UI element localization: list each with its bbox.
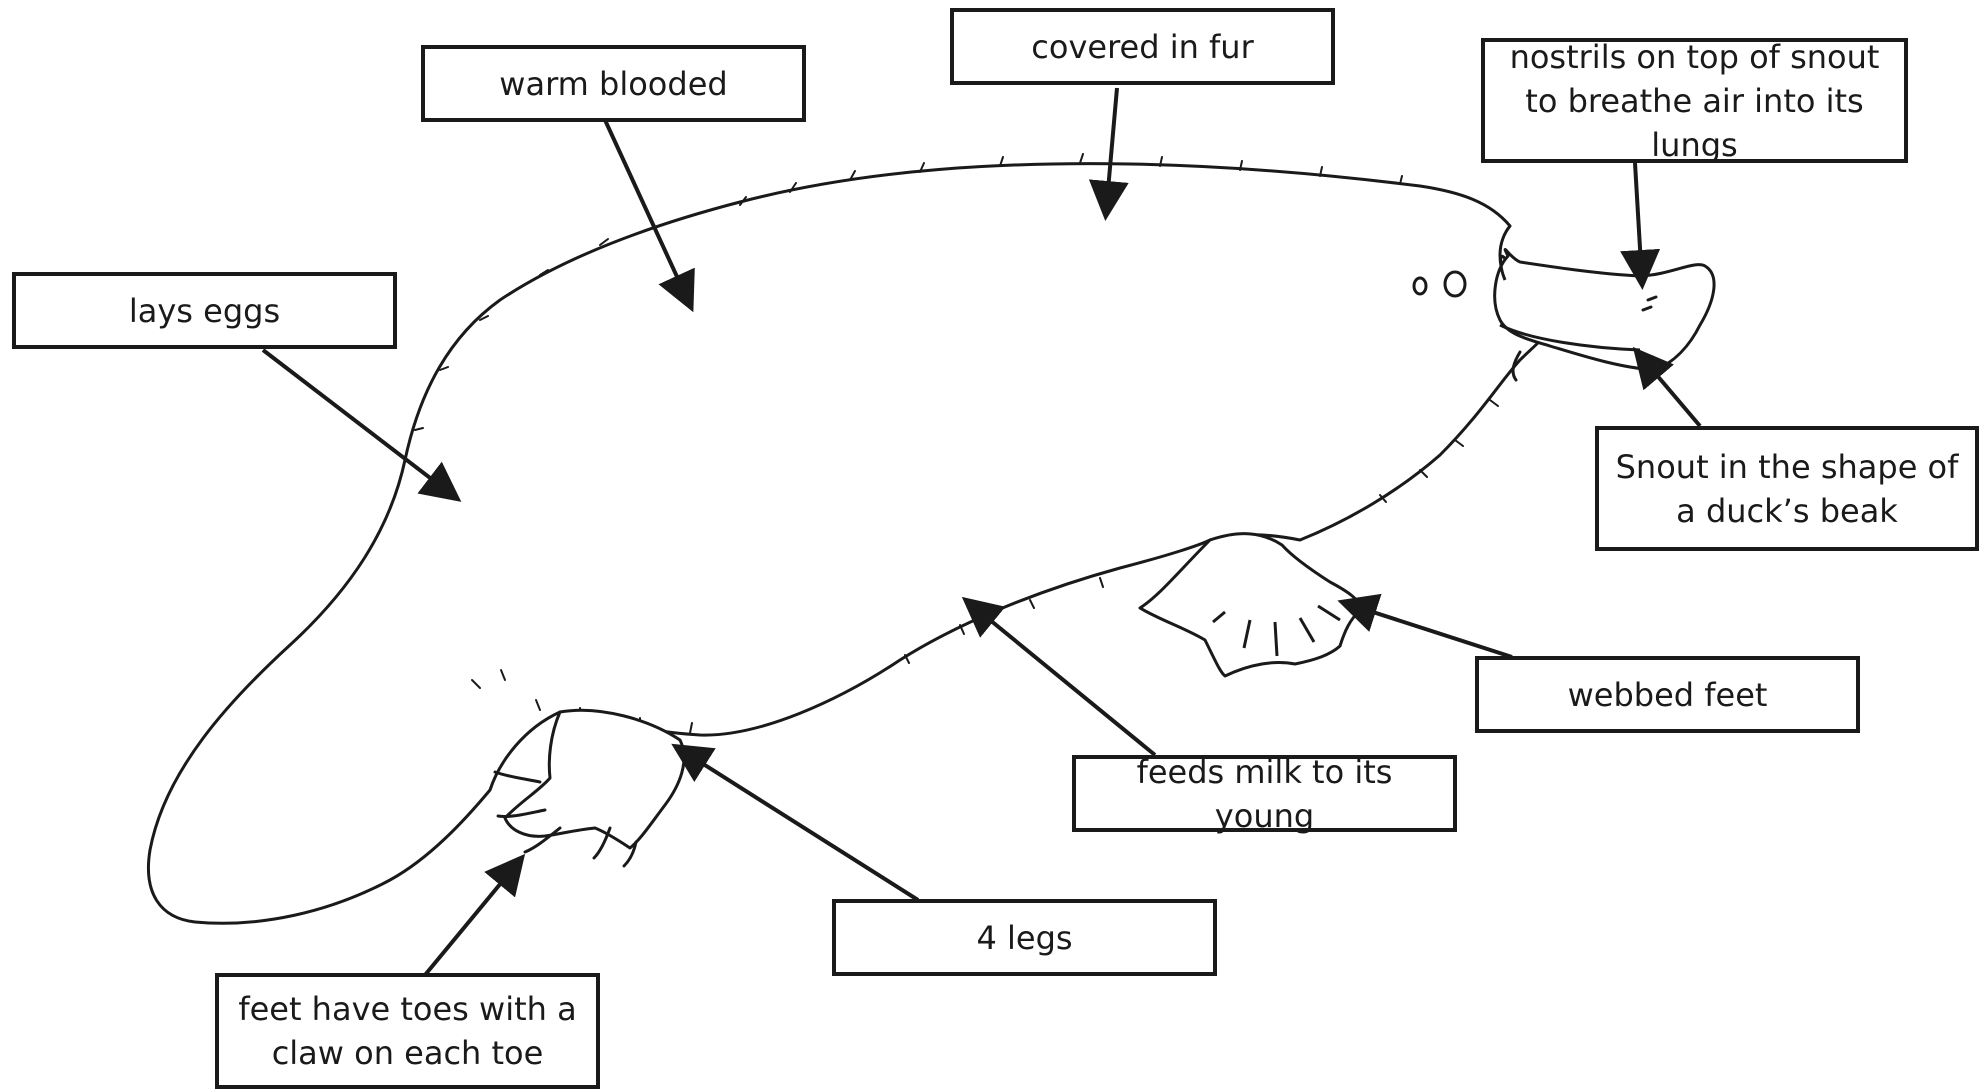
label-lays-eggs: lays eggs (12, 272, 397, 349)
pointer-arrows (263, 88, 1700, 975)
arrow-nostrils (1635, 163, 1642, 282)
label-nostrils: nostrils on top of snout to breathe air … (1481, 38, 1908, 163)
arrow-lays-eggs (263, 350, 455, 497)
label-toes-claws: feet have toes with a claw on each toe (215, 973, 600, 1089)
webbed-front-foot (1140, 534, 1360, 676)
label-covered-in-fur: covered in fur (950, 8, 1335, 85)
arrow-warm-blooded (605, 120, 690, 305)
arrow-toes-claws (425, 860, 520, 975)
label-warm-blooded: warm blooded (421, 45, 806, 122)
arrow-webbed-feet (1345, 603, 1512, 657)
arrow-four-legs (678, 748, 918, 900)
label-webbed-feet: webbed feet (1475, 656, 1860, 733)
arrow-covered-in-fur (1106, 88, 1117, 213)
arrow-feeds-milk (968, 602, 1155, 755)
label-feeds-milk: feeds milk to its young (1072, 755, 1457, 832)
label-snout: Snout in the shape of a duck’s beak (1595, 426, 1979, 551)
eyes (1414, 272, 1465, 296)
label-four-legs: 4 legs (832, 899, 1217, 976)
